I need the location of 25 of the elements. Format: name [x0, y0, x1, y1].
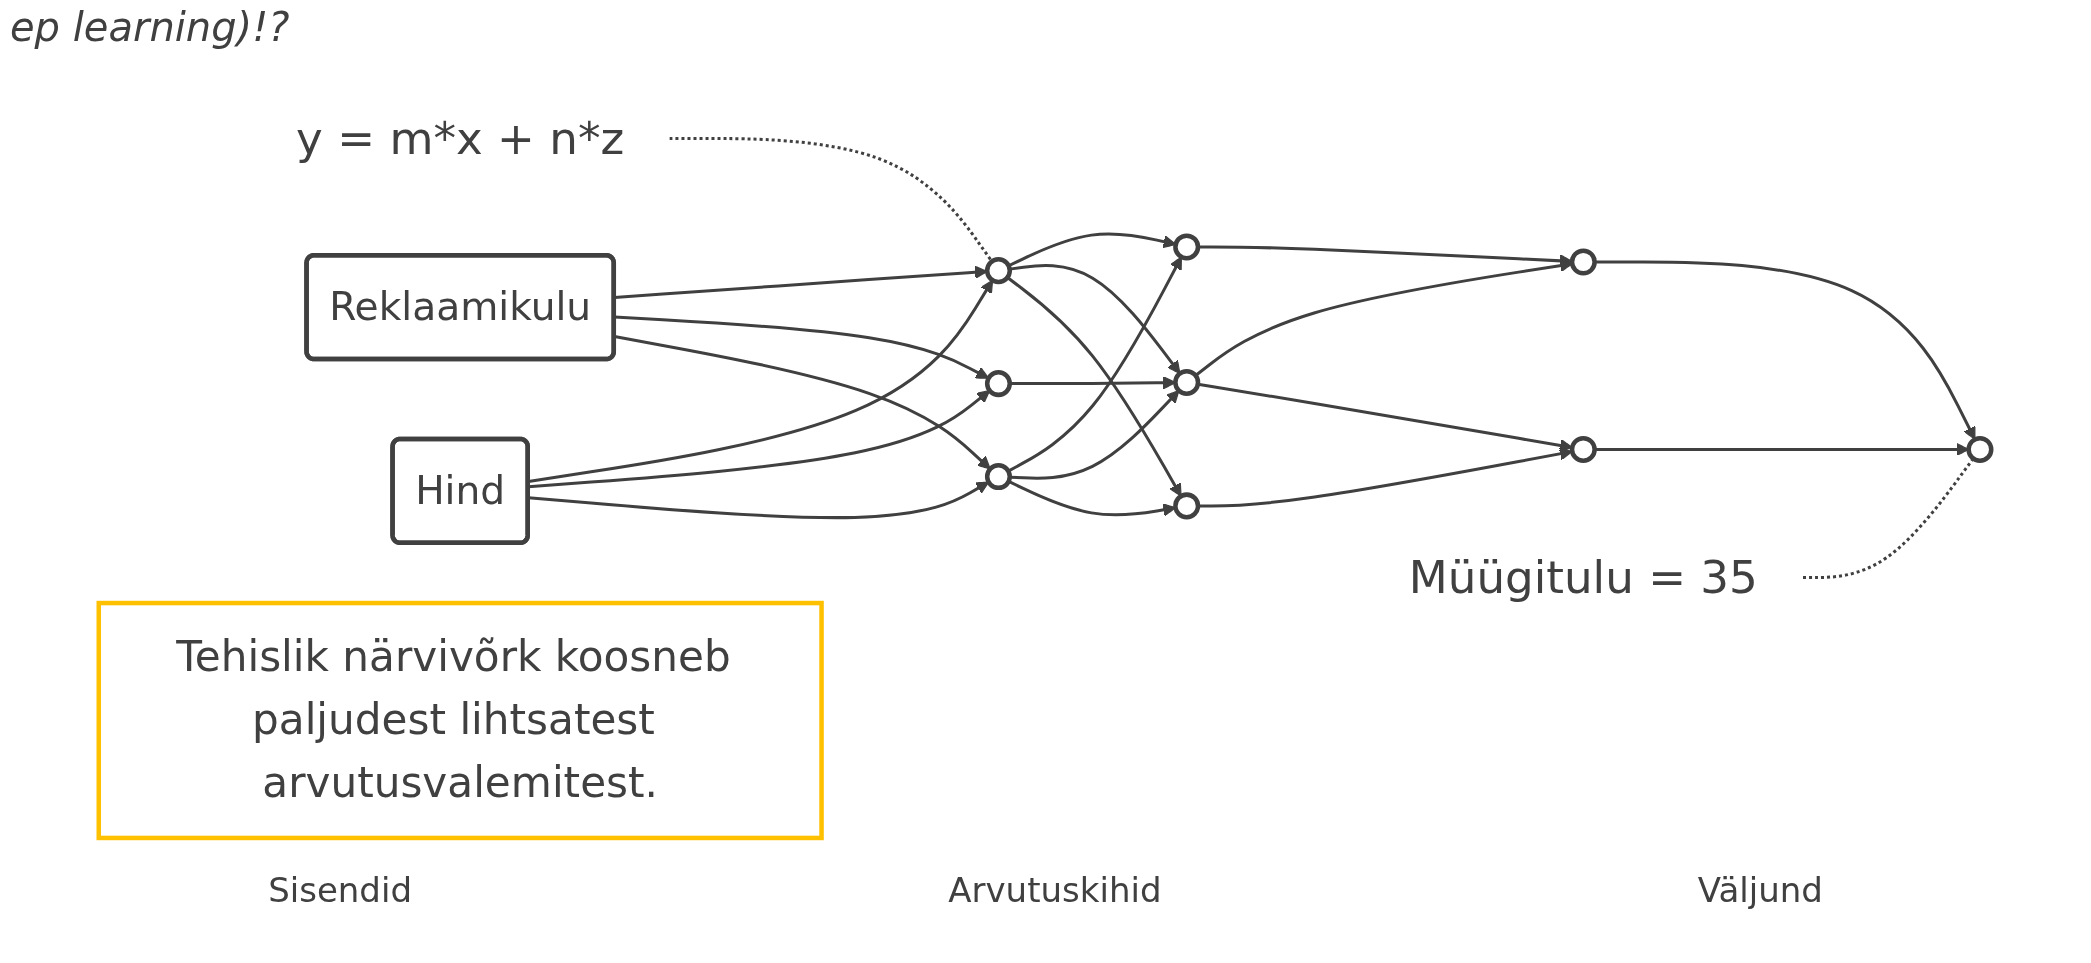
connector	[669, 137, 994, 263]
arrow	[528, 279, 994, 483]
node-circle	[1966, 435, 1994, 463]
layer-label: Väljund	[1697, 870, 1823, 910]
node-circle	[1569, 248, 1597, 276]
arrow	[1006, 276, 1182, 497]
node-box: Tehislik närvivõrk koosneb paljudest lihtsatest arvutusvalemitest.	[96, 600, 824, 841]
node-text: y = m*x + n*z	[296, 112, 625, 165]
layer-label: Arvutuskihid	[948, 870, 1162, 910]
node-circle	[1569, 435, 1597, 463]
node-circle	[1173, 492, 1201, 520]
arrow	[1007, 256, 1182, 473]
arrow	[528, 390, 991, 489]
arrow	[614, 335, 991, 470]
node-circle	[984, 257, 1013, 285]
node-text: Müügitulu = 35	[1408, 551, 1758, 604]
connector	[1803, 457, 1975, 579]
node-circle	[984, 370, 1013, 398]
node-circle	[1173, 368, 1201, 396]
layer-label: Sisendid	[268, 870, 412, 910]
node-circle	[984, 463, 1013, 491]
arrow	[614, 315, 990, 379]
node-circle	[1173, 233, 1201, 261]
arrow	[528, 481, 990, 520]
title: ep learning)!?	[10, 4, 290, 50]
